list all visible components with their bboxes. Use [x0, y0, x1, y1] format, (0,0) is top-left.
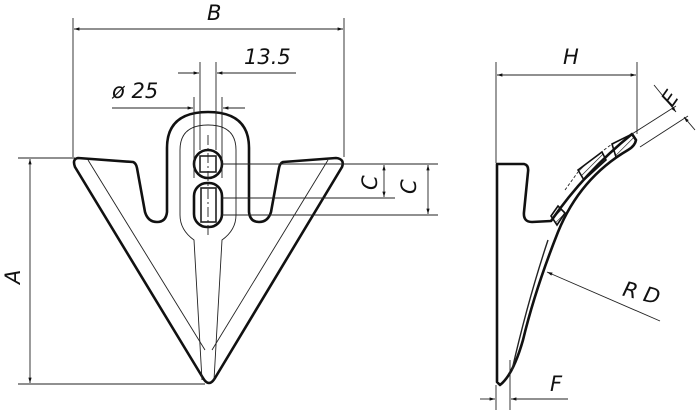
- side-view: [495, 132, 638, 387]
- dimension-f-label: F: [550, 372, 563, 396]
- dimension-e-line: [653, 84, 677, 113]
- dimension-c1-label: C: [358, 175, 382, 190]
- section-mid: [576, 150, 607, 182]
- share-outline: [72, 110, 345, 385]
- front-view: [72, 110, 345, 385]
- section-top: [611, 132, 637, 159]
- dimension-diameter-label: ø 25: [111, 79, 158, 103]
- dimension-radius-line: [546, 271, 661, 322]
- dimension-a-label: A: [1, 270, 25, 286]
- section-low: [550, 204, 567, 227]
- front-dimensions: B 13.5 ø 25 A C C: [1, 1, 438, 385]
- dimension-e-label: E: [656, 86, 684, 111]
- dimension-h-label: H: [563, 45, 579, 69]
- bevel-line: [511, 239, 549, 371]
- square-neck-lower: [200, 187, 217, 223]
- bevel-right: [211, 159, 329, 351]
- bevel-left: [87, 159, 206, 351]
- dimension-radius-label: R D: [620, 277, 662, 309]
- side-dimensions: H E R D F: [480, 45, 696, 410]
- dimension-c2-label: C: [397, 179, 421, 194]
- dimension-13-5-label: 13.5: [244, 45, 291, 69]
- rib-outline: [179, 124, 237, 381]
- dimension-b-label: B: [207, 1, 221, 25]
